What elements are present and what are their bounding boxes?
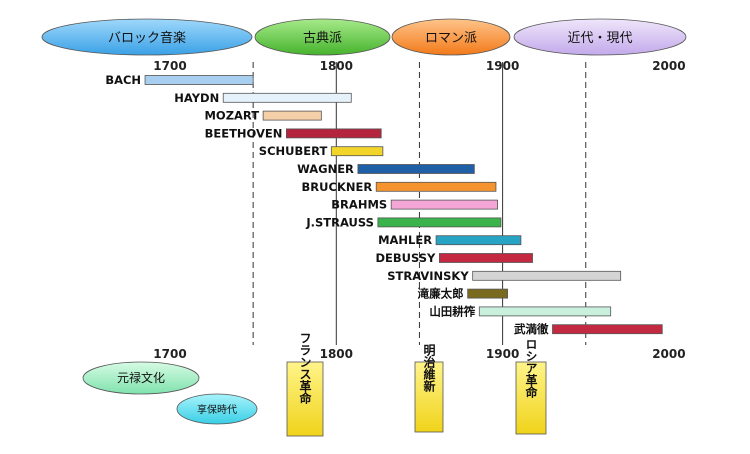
tick-label-bottom-2000: 2000 [652,347,685,361]
composer-bar-4 [330,146,384,157]
period-label-0: バロック音楽 [108,30,186,46]
tick-label-top-1800: 1800 [320,59,353,73]
composer-label-13: 山田耕筰 [429,304,475,318]
event-label-1: 享保時代 [197,403,237,416]
composer-label-14: 武満徹 [514,322,549,336]
period-ellipse-0 [41,18,253,56]
period-label-1: 古典派 [303,31,342,46]
composer-label-1: HAYDN [174,91,219,105]
event-box-4 [515,361,547,435]
composer-label-8: J.STRAUSS [305,215,374,229]
composer-bar-3 [286,128,382,139]
period-ellipse-2 [391,18,511,56]
tick-label-bottom-1700: 1700 [153,347,186,361]
event-ellipse-1 [176,393,258,425]
composer-bar-11 [472,270,622,281]
composer-bar-8 [377,217,502,228]
composer-label-11: STRAVINSKY [387,269,469,283]
event-label-4: ロシア革命 [524,338,538,399]
composer-bars-layer: BACH HAYDN MOZART BEETHOVEN SCHUBERT WAGNER BR… [105,73,663,336]
event-label-3: 明治維新 [422,344,436,393]
period-label-2: ロマン派 [425,31,477,46]
period-label-3: 近代・現代 [567,31,632,46]
tick-label-top-1900: 1900 [486,59,519,73]
event-label-2: フランス革命 [298,332,312,405]
composer-bar-6 [375,181,497,192]
composer-bar-10 [439,253,533,263]
composer-label-0: BACH [105,73,141,87]
tick-label-top-2000: 2000 [652,59,685,73]
tick-labels-layer: 1700 1700 1800 1800 1900 1900 2000 2000 [153,59,685,361]
tick-label-top-1700: 1700 [153,59,186,73]
tick-label-bottom-1800: 1800 [320,347,353,361]
composer-bar-1 [222,92,352,103]
composer-label-6: BRUCKNER [302,180,373,194]
composer-bar-2 [262,110,322,121]
event-box-3 [414,361,444,433]
composer-label-5: WAGNER [297,162,354,176]
composer-label-9: MAHLER [378,233,432,247]
composer-bar-7 [390,199,499,210]
composer-bar-13 [478,306,612,317]
composer-bar-12 [467,288,508,299]
composer-label-4: SCHUBERT [259,144,328,158]
periods-layer: バロック音楽 古典派 ロマン派 近代・現代 [41,18,687,56]
event-ellipse-0 [82,361,200,395]
composer-bar-14 [552,324,663,335]
period-ellipse-3 [513,18,687,56]
tick-label-bottom-1900: 1900 [486,347,519,361]
composer-label-3: BEETHOVEN [205,126,283,140]
event-box-2 [286,361,324,437]
composer-label-7: BRAHMS [331,198,387,212]
composer-bar-5 [357,164,475,174]
composer-bar-0 [144,75,254,85]
event-label-0: 元禄文化 [117,370,165,385]
period-ellipse-1 [254,18,391,56]
composer-label-2: MOZART [204,109,259,123]
composer-bar-9 [435,235,522,246]
composer-label-10: DEBUSSY [376,251,437,265]
composer-label-12: 滝廉太郎 [418,287,464,301]
